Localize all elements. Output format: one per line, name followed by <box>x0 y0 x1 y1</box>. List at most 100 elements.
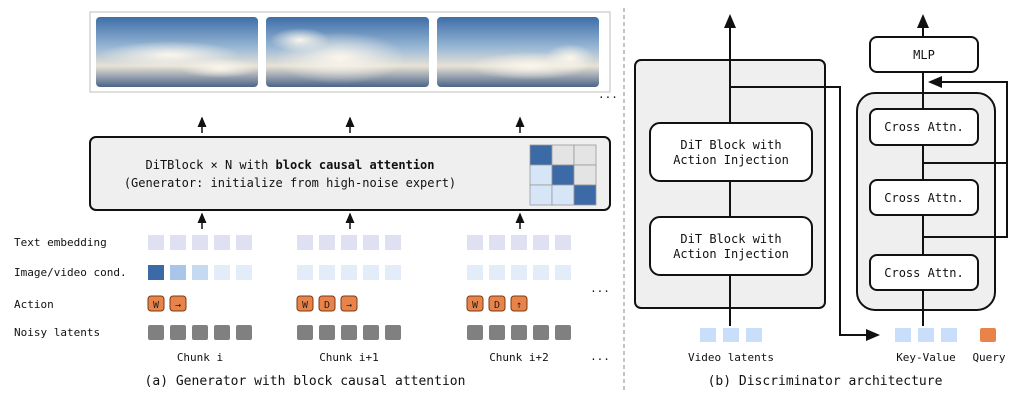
cross-attn-block-1: Cross Attn. <box>869 108 979 146</box>
caption-a: (a) Generator with block causal attentio… <box>145 374 466 389</box>
noisy-latent-token <box>236 325 252 340</box>
mask-cell <box>551 164 575 186</box>
ditblock-generator: DiTBlock × N with block causal attention… <box>89 136 611 211</box>
noisy-latent-token <box>148 325 164 340</box>
noisy-latent-token <box>319 325 335 340</box>
cross-attn-label: Cross Attn. <box>884 266 963 280</box>
mask-cell <box>529 144 553 166</box>
discriminator-head: MLP Cross Attn. Cross Attn. Cross Attn. … <box>856 14 1008 364</box>
chunk-ellipsis: ... <box>590 350 610 363</box>
row-label-image-video-cond: Image/video cond. <box>14 266 127 279</box>
mask-cell <box>529 184 553 206</box>
block-causal-mask-icon <box>529 144 597 206</box>
chunk-1: W → Chunk i <box>147 235 252 364</box>
row-label-text-embedding: Text embedding <box>14 236 107 249</box>
cross-attn-block-3: Cross Attn. <box>869 254 979 291</box>
action-key-label: W <box>302 300 309 311</box>
noisy-latent-token <box>170 325 186 340</box>
dit-block-label-line1: DiT Block with <box>680 232 781 246</box>
action-ellipsis: ... <box>590 282 610 295</box>
ditblock-subtitle: (Generator: initialize from high-noise e… <box>124 176 456 190</box>
text-embedding-token <box>511 235 527 250</box>
mask-cell <box>529 164 553 186</box>
noisy-latent-token <box>489 325 505 340</box>
image-cond-token <box>214 265 230 280</box>
image-cond-token <box>341 265 357 280</box>
text-embedding-token <box>192 235 208 250</box>
key-value-label: Key-Value <box>896 351 956 364</box>
noisy-latent-token <box>467 325 483 340</box>
row-labels: Text embedding Image/video cond. Action … <box>14 236 127 339</box>
image-cond-token <box>363 265 379 280</box>
cross-attn-label: Cross Attn. <box>884 191 963 205</box>
generated-frames-strip: ... <box>89 11 618 101</box>
action-key-0 <box>466 295 484 312</box>
chunk-label: Chunk i <box>177 351 223 364</box>
text-embedding-token <box>214 235 230 250</box>
text-embedding-token <box>363 235 379 250</box>
noisy-latent-token <box>214 325 230 340</box>
action-key-label: D <box>494 300 500 311</box>
noisy-latent-token <box>511 325 527 340</box>
dit-block-label-line1: DiT Block with <box>680 138 781 152</box>
action-key-label: D <box>324 300 330 311</box>
action-key-label: W <box>153 300 160 311</box>
action-key-1 <box>169 295 187 312</box>
noisy-latent-token <box>533 325 549 340</box>
image-cond-token <box>467 265 483 280</box>
mlp-label: MLP <box>913 48 935 62</box>
image-cond-token <box>533 265 549 280</box>
image-cond-token <box>170 265 186 280</box>
discriminator-backbone: DiT Block with Action Injection DiT Bloc… <box>634 14 880 364</box>
chunk-label: Chunk i+1 <box>319 351 379 364</box>
noisy-latent-token <box>555 325 571 340</box>
cross-attn-block-2: Cross Attn. <box>869 179 979 216</box>
frame-image-2 <box>266 17 429 87</box>
action-key-2 <box>510 295 528 312</box>
image-cond-token <box>236 265 252 280</box>
text-embedding-token <box>489 235 505 250</box>
image-cond-token <box>511 265 527 280</box>
mask-cell <box>573 144 597 166</box>
mask-cell <box>573 184 597 206</box>
video-latent-tokens <box>700 328 762 342</box>
image-cond-token <box>489 265 505 280</box>
image-cond-token <box>192 265 208 280</box>
text-embedding-token <box>319 235 335 250</box>
text-embedding-token <box>555 235 571 250</box>
dit-block-label-line2: Action Injection <box>673 247 789 261</box>
noisy-latent-token <box>297 325 313 340</box>
image-cond-token <box>555 265 571 280</box>
noisy-latent-token <box>192 325 208 340</box>
frames-ellipsis: ... <box>598 88 618 101</box>
image-cond-token <box>319 265 335 280</box>
text-embedding-token <box>533 235 549 250</box>
query-label: Query <box>972 351 1005 364</box>
action-key-0 <box>296 295 314 312</box>
image-cond-token <box>148 265 164 280</box>
query-token <box>980 328 996 342</box>
chunk-label: Chunk i+2 <box>489 351 549 364</box>
mask-cell <box>551 144 575 166</box>
dit-block-action-injection-2: DiT Block with Action Injection <box>649 216 813 276</box>
action-key-1 <box>318 295 336 312</box>
action-key-label: → <box>175 300 181 311</box>
text-embedding-token <box>341 235 357 250</box>
text-embedding-token <box>467 235 483 250</box>
dit-block-label-line2: Action Injection <box>673 153 789 167</box>
text-embedding-token <box>170 235 186 250</box>
text-embedding-token <box>297 235 313 250</box>
text-embedding-token <box>385 235 401 250</box>
text-embedding-token <box>148 235 164 250</box>
video-latents-label: Video latents <box>688 351 774 364</box>
action-key-label: → <box>346 300 352 311</box>
action-key-2 <box>340 295 358 312</box>
action-key-0 <box>147 295 165 312</box>
frame-image-3 <box>437 17 599 87</box>
dit-block-action-injection-1: DiT Block with Action Injection <box>649 122 813 182</box>
ditblock-title: DiTBlock × N with block causal attention <box>146 158 435 172</box>
frame-image-1 <box>96 17 260 87</box>
